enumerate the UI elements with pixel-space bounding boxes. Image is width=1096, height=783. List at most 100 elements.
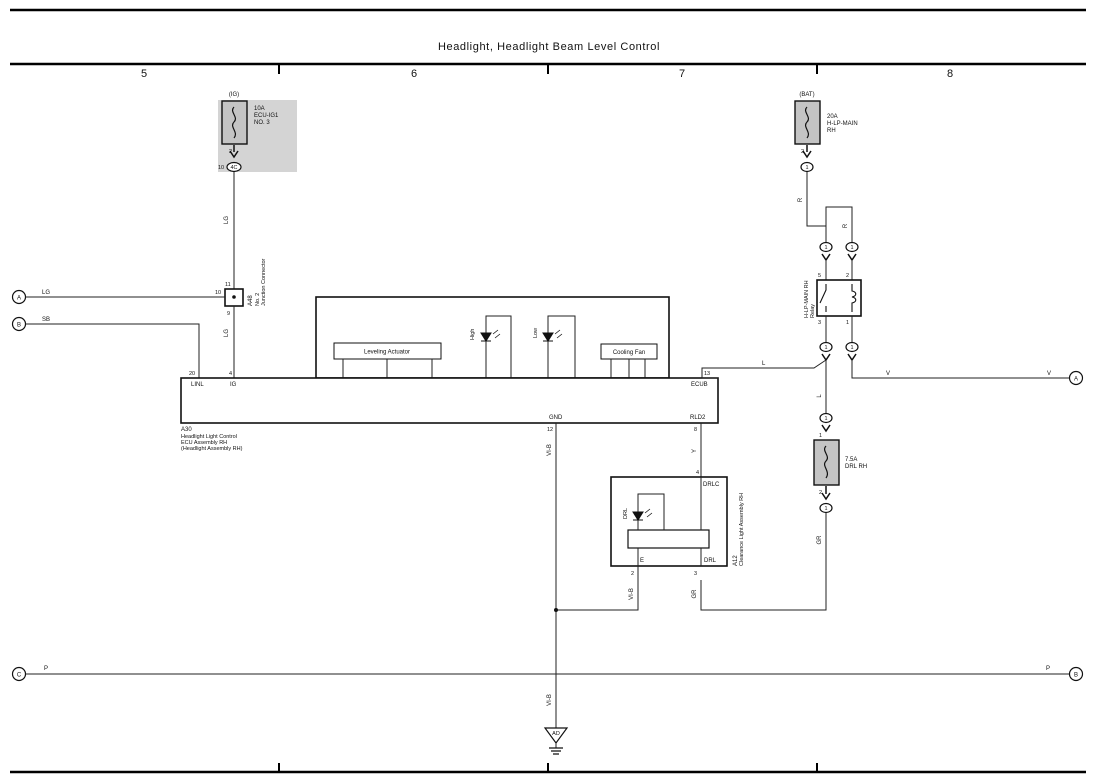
led-high-label: High: [470, 329, 476, 340]
led-low-icon: [542, 332, 554, 342]
pin-number: 3: [818, 320, 821, 326]
internal-wire: [547, 315, 576, 378]
connector-oval: [845, 341, 859, 353]
pin-number: 5: [818, 273, 821, 279]
pin-number: 4: [696, 470, 699, 476]
fuse-rating: 10A: [254, 106, 265, 112]
fuse-block: NO. 3: [254, 120, 270, 126]
wire-gr: [700, 513, 827, 611]
leveling-actuator-label: Leveling Actuator: [364, 350, 410, 356]
light-ray-icon: [554, 329, 563, 339]
connector-code: 1: [805, 165, 808, 171]
fuse-h-lp-main-rh: (BAT) 20A H-LP-MAIN RH 2 1: [794, 92, 858, 173]
wire-color-label: R: [843, 223, 849, 228]
pin-number: 2: [631, 571, 634, 577]
pin-number: 10: [215, 290, 221, 296]
clearance-light-name: Clearance Light Assembly RH: [739, 493, 745, 566]
connector-arrow-icon: [821, 353, 857, 362]
fuse-source-label: (BAT): [799, 92, 814, 98]
led-drl-label: DRL: [623, 508, 629, 519]
connector-label: A: [1074, 377, 1078, 383]
led-low-label: Low: [533, 328, 539, 338]
column-number-7: 7: [679, 68, 685, 80]
pin-name-drl: DRL: [704, 558, 717, 564]
pin-number: 3: [694, 571, 697, 577]
fuse-name: ECU-IG1: [254, 113, 279, 119]
pin-name-drlc: DRLC: [703, 482, 720, 488]
connector-label: B: [17, 323, 21, 329]
junction-dot: [232, 295, 236, 299]
connector-arrow-icon: [821, 253, 857, 262]
connector-code: 1: [824, 506, 827, 512]
connector-oval: [819, 241, 833, 253]
pin-number: 4: [229, 371, 232, 377]
relay-coil-icon: [851, 284, 857, 312]
relay-switch-icon: [819, 284, 827, 312]
led-drl-icon: [632, 511, 644, 521]
connector-code: 1: [824, 345, 827, 351]
connector-code: 1: [850, 345, 853, 351]
wire-color-label: VI-B: [547, 444, 553, 456]
clearance-light-box: [610, 476, 728, 567]
light-ray-icon: [492, 329, 501, 339]
pin-number: 13: [704, 371, 710, 377]
wire-sb: [25, 323, 200, 378]
connector-arrow-icon: [229, 145, 239, 159]
connector-label: C: [17, 673, 22, 679]
wire-color-label: LG: [224, 329, 230, 337]
pin-number: 2: [819, 490, 822, 496]
pin-name-gnd: GND: [549, 415, 563, 421]
ecu-name: (Headlight Assembly RH): [181, 446, 243, 452]
wire-color-label: P: [44, 666, 48, 672]
connector-code: 4C: [230, 165, 237, 171]
column-number-5: 5: [141, 68, 147, 80]
ground-symbol-icon: [549, 747, 563, 755]
cooling-fan-label: Cooling Fan: [613, 350, 645, 356]
diagram-title: Headlight, Headlight Beam Level Control: [438, 41, 660, 53]
connector-code: 1: [850, 245, 853, 251]
pin-name-ig: IG: [230, 382, 237, 388]
wire-color-label: V: [886, 371, 890, 377]
wire-color-label: V: [1047, 371, 1051, 377]
ecu-main-box: [180, 377, 719, 424]
pin-name-ecub: ECUB: [691, 382, 708, 388]
column-number-8: 8: [947, 68, 953, 80]
wire-v: [851, 360, 1069, 379]
fuse-name: DRL RH: [845, 464, 867, 470]
ecu-code: A30: [181, 427, 192, 433]
wire-vi-b: [556, 566, 639, 611]
connector-arrow-icon: [802, 145, 812, 159]
relay-h-lp-main-rh: 5 2 3 1 H-LP-MAIN RH Relay: [804, 273, 862, 326]
fuse-icon: [231, 106, 237, 139]
connector-b-right: [1068, 666, 1084, 682]
relay-name: Relay: [810, 304, 816, 318]
fuse-rating: 7.5A: [845, 457, 857, 463]
ground-label: AD: [552, 731, 560, 737]
pin-number: 2: [801, 149, 804, 155]
wire-color-label: L: [762, 361, 766, 367]
pin-number: 12: [547, 427, 553, 433]
connector-oval: [226, 161, 242, 173]
clearance-light-a12: 4 DRLC DRL E DRL 2 3 A12 Clearance Light…: [610, 470, 745, 577]
pin-number: 20: [189, 371, 195, 377]
connector-oval: [819, 341, 833, 353]
connector-arrow-icon: [821, 424, 831, 433]
led-high-icon: [480, 332, 492, 342]
wire-l: [701, 359, 827, 379]
junction-name: No. 2: [255, 293, 261, 306]
wire-color-label: L: [817, 394, 823, 398]
fuse-name: H-LP-MAIN: [827, 121, 858, 127]
ecu-name: Headlight Light Control: [181, 434, 237, 440]
connector-code: 1: [824, 416, 827, 422]
connector-code: 1: [824, 245, 827, 251]
wire-color-label: LG: [224, 216, 230, 224]
splice-point: [554, 608, 558, 612]
connector-oval: [819, 412, 833, 424]
light-ray-icon: [644, 508, 653, 518]
junction-name: Junction Connector: [261, 258, 267, 306]
wire-color-label: VI-B: [547, 694, 553, 706]
ecu-inner-box: [315, 296, 670, 379]
internal-wire: [485, 315, 512, 378]
fuse-name: RH: [827, 128, 836, 134]
